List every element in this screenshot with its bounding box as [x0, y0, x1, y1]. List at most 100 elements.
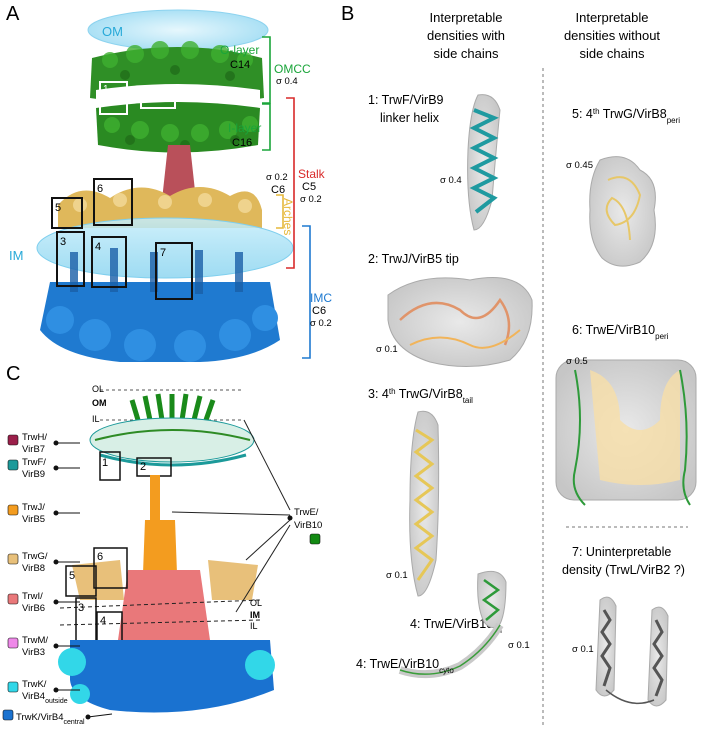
arches-density — [58, 187, 262, 228]
c-om-barrel — [129, 393, 216, 421]
col1-head-line1: Interpretable — [430, 10, 503, 25]
a-box-1 — [99, 81, 128, 115]
stalk-density — [162, 145, 196, 200]
legend-label-1-line2: VirB9 — [22, 469, 45, 480]
panel-a-letter: A — [6, 3, 20, 25]
d1-title-1: 1: TrwF/VirB9 — [368, 93, 444, 107]
stalk-sigma: σ 0.2 — [300, 194, 322, 205]
ilayer-sym: C16 — [232, 137, 252, 149]
legend-leader-7 — [87, 713, 113, 718]
trwe-label-2: VirB10 — [294, 520, 322, 531]
c-legend: TrwH/VirB7TrwF/VirB9TrwJ/VirB5TrwG/VirB8… — [2, 432, 113, 726]
a-box-2 — [140, 89, 176, 109]
d6-density — [555, 359, 697, 506]
legend-swatch-3 — [7, 553, 19, 565]
legend-label-5: TrwM/ — [22, 635, 48, 646]
a-box-6-label: 6 — [97, 183, 103, 195]
c-virb4-central — [70, 640, 274, 713]
d1-title-2: linker helix — [380, 111, 440, 125]
d4-sigma: σ 0.1 — [508, 640, 530, 651]
d2-density — [387, 277, 533, 367]
c-box-5-label: 5 — [69, 570, 75, 582]
imc-bracket — [302, 225, 311, 359]
a-box-1-label: 1 — [103, 84, 109, 95]
a-box-2-label: 2 — [144, 93, 150, 104]
stalk-sym: C5 — [302, 181, 316, 193]
a-box-3-label: 3 — [60, 236, 66, 248]
legend-label-6-line2: VirB4outside — [22, 691, 68, 705]
a-box-5-label: 5 — [55, 202, 61, 214]
panel-b: B Interpretable densities with side chai… — [341, 3, 697, 728]
legend-label-1: TrwF/ — [22, 457, 46, 468]
imc-density — [40, 248, 280, 362]
c-virb6 — [118, 570, 210, 640]
legend-label-5-line2: VirB3 — [22, 647, 45, 658]
d3-density — [409, 410, 440, 597]
d4-density — [398, 570, 507, 679]
panel-c: C OL OM IL 1 2 5 6 OL IM — [2, 363, 322, 726]
legend-label-4-line2: VirB6 — [22, 603, 45, 614]
c-virb8-right — [208, 560, 258, 600]
panel-c-letter: C — [6, 363, 20, 385]
a-box-4-label: 4 — [95, 241, 101, 253]
a-box-3 — [56, 231, 85, 287]
trwe-swatch — [309, 533, 321, 545]
d1-density — [467, 94, 501, 231]
legend-swatch-1 — [7, 459, 19, 471]
panel-a: A OM IM — [6, 3, 332, 362]
panel-b-letter: B — [341, 3, 354, 25]
c-virb4-outside — [58, 648, 275, 704]
im-membrane — [36, 217, 294, 279]
arches-sym: C6 — [271, 184, 285, 196]
d5-sigma: σ 0.45 — [566, 160, 593, 171]
ilayer-label: I-layer — [228, 121, 261, 135]
olayer-sym: C14 — [230, 59, 250, 71]
legend-swatch-5 — [7, 637, 19, 649]
d7-sigma: σ 0.1 — [572, 644, 594, 655]
legend-swatch-4 — [7, 593, 19, 605]
ilayer-bracket — [262, 103, 271, 151]
c-virb5 — [150, 475, 160, 535]
col1-head-line2: densities with — [427, 28, 505, 43]
legend-swatch-0 — [7, 434, 19, 446]
arches-sigma: σ 0.2 — [266, 172, 288, 183]
arches-bracket — [276, 194, 284, 229]
c-box-6-label: 6 — [97, 551, 103, 563]
legend-swatch-7 — [2, 709, 14, 721]
a-box-4 — [91, 236, 127, 288]
legend-label-6: TrwK/ — [22, 679, 47, 690]
d7-title-2: density (TrwL/VirB2 ?) — [562, 563, 685, 577]
d5-title: 5: 4th TrwG/VirB8peri — [572, 107, 680, 125]
c-omcc — [89, 417, 255, 463]
d4b-title: 4: TrwE/VirB10cyto — [356, 657, 454, 675]
imc-sigma: σ 0.2 — [310, 318, 332, 329]
legend-label-0: TrwH/ — [22, 432, 47, 443]
c-box-1 — [99, 451, 121, 481]
il-label: IL — [92, 414, 100, 424]
a-box-7-label: 7 — [160, 247, 166, 259]
c-box-5 — [65, 565, 97, 597]
im-label: IM — [9, 248, 23, 263]
d2-sigma: σ 0.1 — [376, 344, 398, 355]
col2-head-line2: densities without — [564, 28, 660, 43]
legend-label-2-line2: VirB5 — [22, 514, 45, 525]
c-box-3-label: 3 — [78, 602, 84, 614]
stalk-label: Stalk — [298, 167, 326, 181]
il2-label: IL — [250, 621, 258, 631]
legend-swatch-2 — [7, 504, 19, 516]
d6-title: 6: TrwE/VirB10peri — [572, 323, 669, 341]
ol2-label: OL — [250, 598, 262, 608]
olayer-bracket — [262, 36, 271, 104]
d7-title-1: 7: Uninterpretable — [572, 545, 671, 559]
a-box-7 — [155, 242, 193, 300]
legend-swatch-6 — [7, 681, 19, 693]
c-box-1-label: 1 — [102, 457, 108, 469]
omcc-density — [90, 41, 264, 153]
d7-density — [595, 596, 669, 707]
d6-sigma: σ 0.5 — [566, 356, 588, 367]
c-box-6 — [93, 547, 128, 589]
imc-label: IMC — [310, 291, 332, 305]
om-level-label: OM — [92, 398, 107, 408]
d5-density — [589, 156, 656, 267]
